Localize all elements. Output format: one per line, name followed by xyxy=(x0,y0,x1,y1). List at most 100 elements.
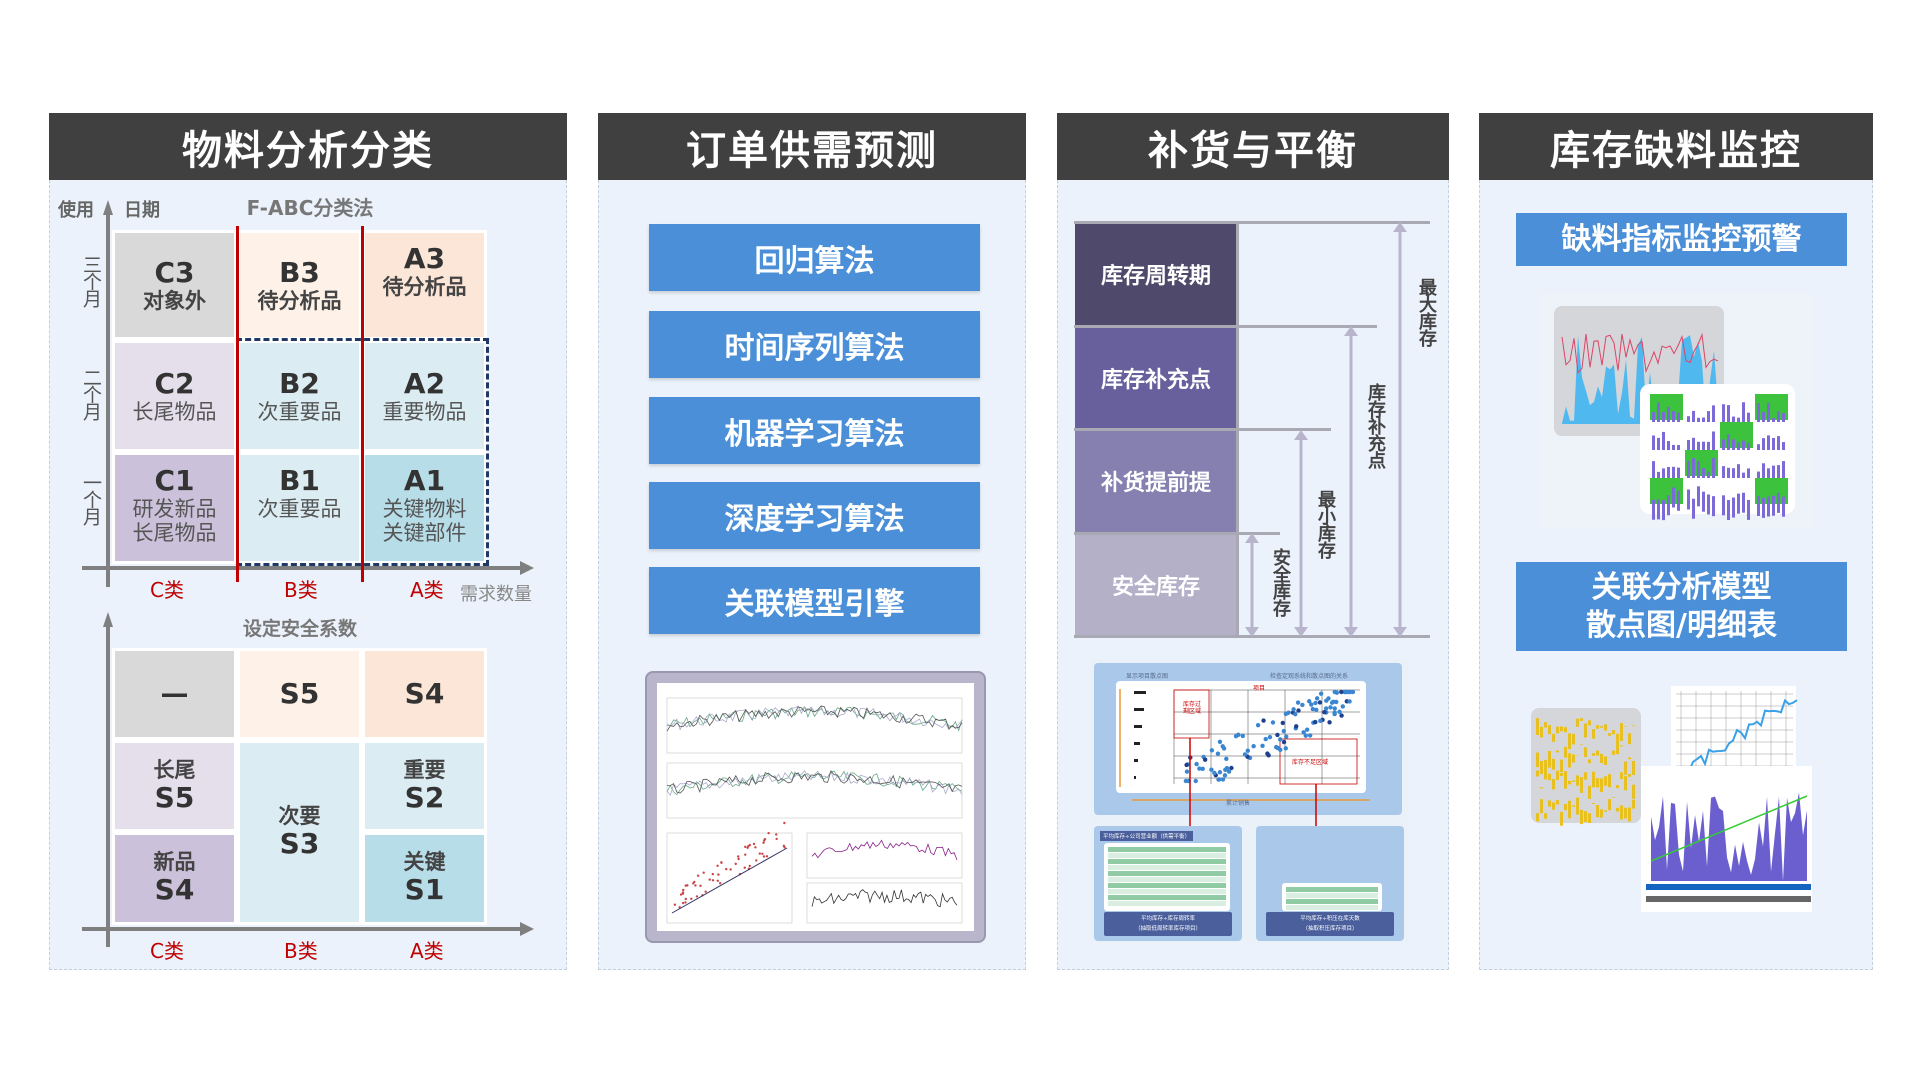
panel-title-monitor: 库存缺料监控 xyxy=(1479,113,1873,180)
cell-text: 次要 xyxy=(278,804,321,829)
fabc-title: F-ABC分类法 xyxy=(246,196,374,220)
footer-line: 平均库存÷积压在库天数 xyxy=(1300,916,1360,922)
dim-reorder-label: 库存补充点 xyxy=(1365,383,1386,468)
scatter-over-label: 库存过剩区域 xyxy=(1183,701,1202,715)
cell-text: 次重要品 xyxy=(257,400,342,425)
cell-code: — xyxy=(160,676,189,710)
scatter-infographic: 显示项目散点图 检查定观系统和散点图的关系 累计销售 项目 库存过剩区域 库存不… xyxy=(1090,659,1408,943)
banner-line-2: 散点图/明细表 xyxy=(1586,607,1777,643)
scatter-item-label: 项目 xyxy=(1253,685,1266,692)
cell-code: S1 xyxy=(404,873,445,907)
detail-box-2-footer: 平均库存÷积压在库天数 （抽取积压库存项目） xyxy=(1266,912,1394,936)
safety-a3: S4 xyxy=(362,648,487,740)
cell-text: 关键 xyxy=(403,850,446,875)
cell-code: S3 xyxy=(279,827,320,861)
forecast-charts-thumbnail xyxy=(645,671,986,943)
cell-code: S4 xyxy=(404,676,445,710)
divider-c-b xyxy=(236,226,239,582)
detail-tables-image xyxy=(1104,843,1382,911)
detail-box-1-title: 平均库存÷公司营业额（供需平衡） xyxy=(1100,831,1194,841)
banner-line-1: 关联分析模型 xyxy=(1591,570,1772,605)
scatter-caption-left: 显示项目散点图 xyxy=(1126,673,1169,680)
y-axis-label-2: 日期 xyxy=(124,200,160,221)
max-line xyxy=(1074,221,1430,224)
level-leadtime: 补货提前提 xyxy=(1075,429,1237,533)
algo-timeseries-button[interactable]: 时间序列算法 xyxy=(649,311,980,378)
y-axis-label: 使用 xyxy=(58,200,94,221)
row-label-2m: 二个月 xyxy=(80,368,102,419)
correlation-charts-image xyxy=(1531,686,1812,912)
cell-text: 长尾物品 xyxy=(132,400,217,425)
cell-code: S5 xyxy=(154,780,195,814)
cell-code: A1 xyxy=(403,464,446,497)
col-label-c: C类 xyxy=(150,578,184,602)
cell-text: 待分析品 xyxy=(257,289,342,314)
cell-text: 研发新品 xyxy=(132,497,217,522)
scatter-plot-image xyxy=(1116,681,1370,829)
footer-line-2: （抽取低周转率库存项目） xyxy=(1134,926,1201,932)
cell-code: B1 xyxy=(279,464,320,497)
algo-dl-button[interactable]: 深度学习算法 xyxy=(649,482,980,549)
cell-code: C2 xyxy=(154,366,195,400)
monitor-dashboard-image xyxy=(1540,294,1812,527)
cell-text: 长尾 xyxy=(153,757,196,782)
footer-line: 平均库存÷库存周转率 xyxy=(1140,916,1196,922)
dim-min-label: 最小库存 xyxy=(1315,490,1336,558)
level-turnover: 库存周转期 xyxy=(1075,222,1237,326)
cell-code: B2 xyxy=(279,366,320,400)
dim-max-label: 最大库存 xyxy=(1416,278,1437,346)
safety-col-b: B类 xyxy=(284,939,318,963)
panel-title-replenish: 补货与平衡 xyxy=(1057,113,1449,180)
algo-ml-button[interactable]: 机器学习算法 xyxy=(649,397,980,464)
col-label-a: A类 xyxy=(410,578,444,602)
correlation-engine-button[interactable]: 关联模型引擎 xyxy=(649,567,980,634)
cell-code: S2 xyxy=(404,780,445,814)
cell-code: C1 xyxy=(154,464,195,497)
level-safety: 安全库存 xyxy=(1075,533,1237,636)
cell-code: A3 xyxy=(403,242,446,275)
cell-code: C3 xyxy=(154,255,195,289)
safety-b3: S5 xyxy=(237,648,362,740)
dim-safety-label: 安全库存 xyxy=(1270,548,1291,616)
algo-regression-button[interactable]: 回归算法 xyxy=(649,224,980,291)
cell-text-2: 长尾物品 xyxy=(132,521,217,546)
level-reorder: 库存补充点 xyxy=(1075,326,1237,429)
safety-col-a: A类 xyxy=(410,939,444,963)
cell-text-2: 关键部件 xyxy=(382,521,467,546)
dimension-arrows xyxy=(1245,222,1407,637)
footer-line-2: （抽取积压库存项目） xyxy=(1302,926,1358,932)
cell-text: 重要物品 xyxy=(382,400,467,425)
scatter-under-label: 库存不足区域 xyxy=(1292,759,1329,766)
cell-text: 待分析品 xyxy=(382,275,467,300)
cell-code: A2 xyxy=(403,366,446,400)
divider-b-a xyxy=(361,226,364,582)
cell-code: S5 xyxy=(279,676,320,710)
panel-title-forecast: 订单供需预测 xyxy=(598,113,1026,180)
detail-box-1-footer: 平均库存÷库存周转率 （抽取低周转率库存项目） xyxy=(1104,912,1232,936)
col-label-b: B类 xyxy=(284,578,318,602)
min-line xyxy=(1074,428,1331,431)
cell-text: 重要 xyxy=(403,757,446,782)
reorder-line xyxy=(1074,325,1377,328)
panel-title-material: 物料分析分类 xyxy=(49,113,567,180)
cell-text: 次重要品 xyxy=(257,497,342,522)
row-label-1m: 一个月 xyxy=(80,473,102,524)
x-axis-label: 需求数量 xyxy=(460,584,532,605)
safety-c3: — xyxy=(112,648,237,740)
safety-col-c: C类 xyxy=(150,939,184,963)
safety-line xyxy=(1074,532,1280,535)
cell-text: 关键物料 xyxy=(382,497,467,522)
correlation-model-banner: 关联分析模型散点图/明细表 xyxy=(1516,562,1847,651)
